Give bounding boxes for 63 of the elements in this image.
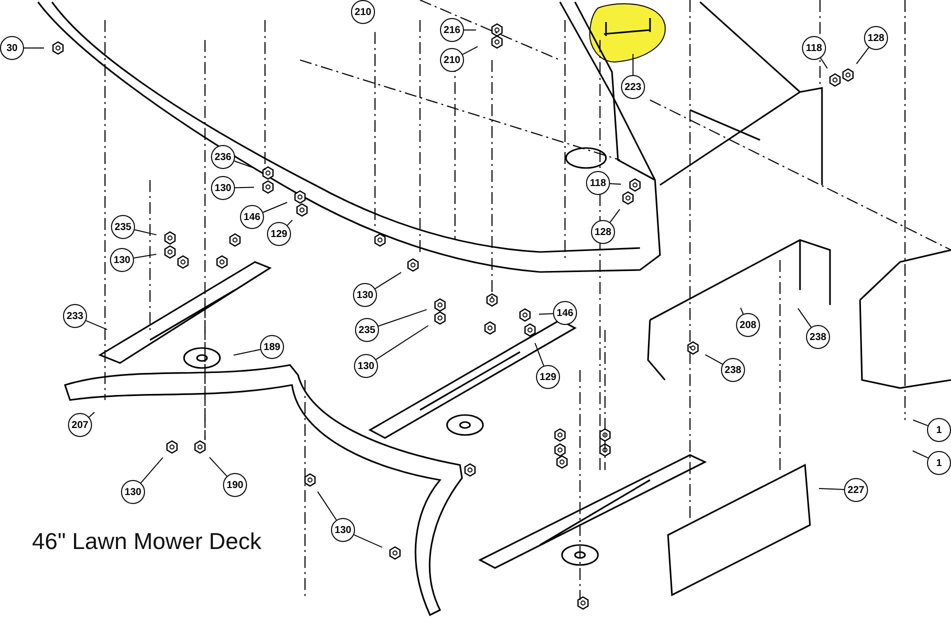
callout-number: 128 — [591, 220, 615, 244]
callout-number: 130 — [211, 176, 235, 200]
callout-number: 130 — [331, 518, 355, 542]
leader-line — [912, 450, 929, 458]
callout-number: 118 — [586, 171, 610, 195]
leader-line — [378, 309, 428, 327]
leader-line — [86, 320, 108, 330]
callout-number: 210 — [351, 0, 375, 24]
leader-line — [286, 220, 293, 226]
callout-number: 130 — [353, 283, 377, 307]
callout-number: 235 — [111, 215, 135, 239]
leader-line — [609, 183, 622, 185]
callout-number: 238 — [806, 325, 830, 349]
callout-number: 190 — [223, 473, 247, 497]
callout-number: 130 — [110, 248, 134, 272]
callout-number: 129 — [536, 365, 560, 389]
callout-number: 130 — [354, 354, 378, 378]
leader-line — [632, 54, 634, 76]
leader-line — [140, 457, 164, 484]
callout-number: 235 — [355, 318, 379, 342]
leader-line — [538, 313, 554, 315]
callout-number: 1 — [927, 418, 951, 442]
leader-line — [133, 254, 157, 259]
leader-line — [820, 58, 828, 69]
leader-line — [88, 412, 95, 418]
leader-line — [234, 160, 256, 169]
caption: 46" Lawn Mower Deck — [32, 528, 262, 555]
leader-line — [262, 202, 288, 213]
leader-line — [818, 488, 844, 490]
callout-number: 208 — [736, 313, 760, 337]
leader-line — [798, 308, 812, 328]
callout-number: 207 — [68, 413, 92, 437]
leader-line — [912, 420, 928, 426]
leader-line — [208, 456, 228, 477]
leader-line — [376, 325, 429, 360]
callout-number: 128 — [864, 26, 888, 50]
callout-number: 30 — [0, 36, 24, 60]
callout-number: 233 — [63, 304, 87, 328]
leader-line — [317, 491, 337, 520]
callout-number: 223 — [621, 75, 645, 99]
leader-line — [374, 272, 402, 290]
callout-number: 210 — [440, 48, 464, 72]
leader-line — [610, 208, 620, 223]
callout-number: 216 — [440, 18, 464, 42]
leader-line — [233, 348, 261, 356]
callout-number: 146 — [240, 205, 264, 229]
leader-line — [856, 47, 870, 64]
leader-line — [353, 534, 383, 548]
callout-number: 130 — [121, 480, 145, 504]
leader-line — [134, 229, 157, 236]
callout-number: 146 — [553, 301, 577, 325]
callout-number: 129 — [267, 222, 291, 246]
callout-number: 227 — [844, 478, 868, 502]
callout-number: 236 — [211, 145, 235, 169]
leader-line — [740, 307, 744, 314]
callout-number: 118 — [802, 36, 826, 60]
leader-line — [704, 354, 723, 365]
leader-line — [234, 186, 254, 188]
callout-number: 1 — [927, 451, 951, 475]
callout-number: 189 — [260, 335, 284, 359]
leader-line — [534, 342, 544, 366]
leader-line — [462, 46, 478, 55]
callout-number: 238 — [721, 358, 745, 382]
